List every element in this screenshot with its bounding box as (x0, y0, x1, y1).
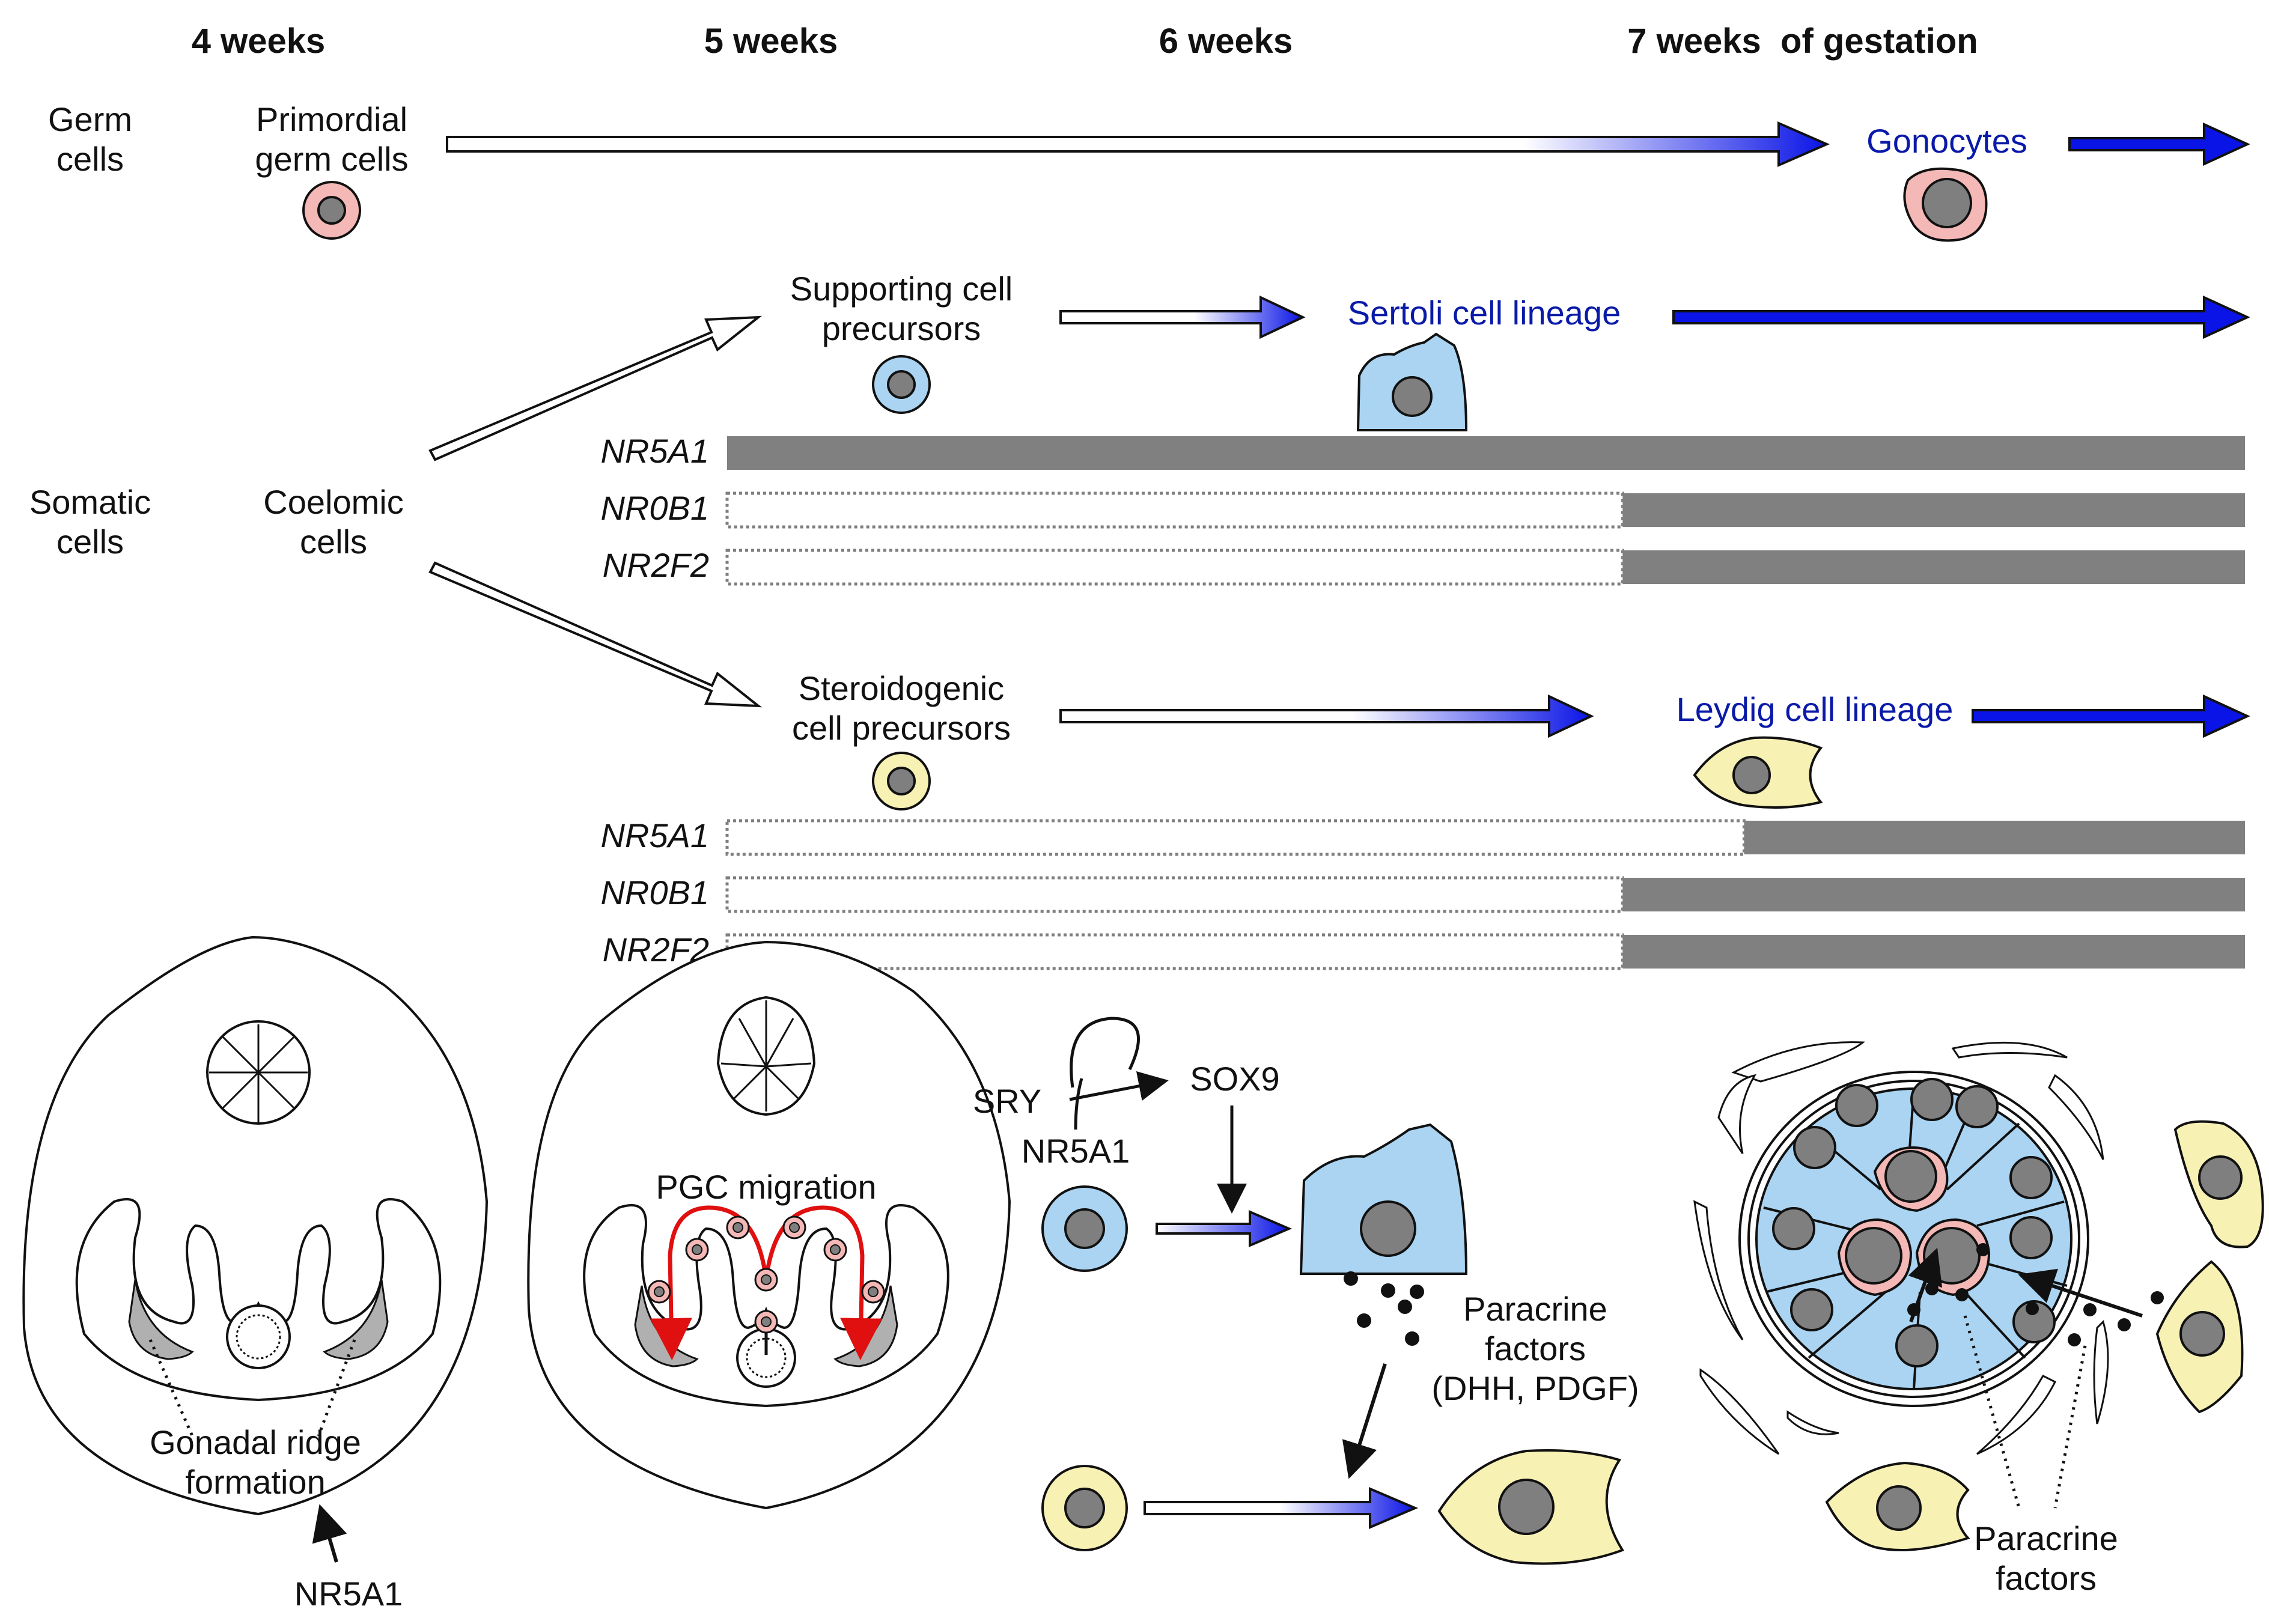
header-4-weeks: 4 weeks (192, 22, 326, 61)
embryo-section-5-weeks: PGC migration (527, 940, 1011, 1510)
paracrine-label-1: Paracrine (1463, 1290, 1607, 1328)
svg-text:cells: cells (56, 523, 124, 561)
gene-track-inactive-nr2f2 (725, 933, 1624, 970)
svg-text:precursors: precursors (822, 309, 981, 347)
migrating-pgcs (647, 1215, 885, 1334)
neural-tube (206, 1020, 311, 1125)
supporting-precursors: Supporting cell precursors (790, 270, 1013, 414)
gonadal-ridge-label: Gonadal ridge (150, 1423, 361, 1461)
gene-track-inactive-nr0b1 (725, 491, 1624, 529)
svg-text:germ cells: germ cells (255, 140, 408, 178)
branch-arrow-down (428, 561, 763, 708)
primordial-germ-cells: Primordial germ cells (255, 100, 409, 240)
supporting-arrow (1059, 295, 1306, 339)
gene-track-active-nr0b1 (1622, 493, 2245, 527)
svg-text:Coelomic: Coelomic (263, 483, 403, 521)
cord-paracrine-label-2: factors (1996, 1559, 2097, 1597)
sry-label: SRY (973, 1082, 1041, 1120)
sertoli-arrow (1672, 295, 2250, 339)
svg-text:Steroidogenic: Steroidogenic (799, 669, 1004, 707)
paracrine-label-3: (DHH, PDGF) (1431, 1369, 1639, 1407)
coelomic-cells: Coelomic cells (263, 483, 403, 561)
svg-text:Germ: Germ (48, 100, 132, 138)
nr5a1-label: NR5A1 (1022, 1132, 1130, 1170)
gene-label: NR5A1 (600, 432, 709, 470)
germ-arrow-long (446, 121, 1830, 168)
gene-label: NR0B1 (600, 874, 709, 911)
cord-paracrine-label-1: Paracrine (1974, 1519, 2118, 1557)
leydig-arrow (1972, 694, 2250, 738)
germ-arrow-end (2068, 122, 2250, 166)
steroidogenic-arrow (1059, 694, 1594, 738)
steroidogenic-precursors: Steroidogenic cell precursors (792, 669, 1011, 810)
supporting-gene-tracks: NR5A1 NR0B1 NR2F2 (600, 432, 2245, 586)
leydig-lineage-label: Leydig cell lineage (1677, 690, 1954, 728)
steroidogenic-gene-tracks: NR5A1 NR0B1 NR2F2 (600, 817, 2245, 970)
neural-tube-2 (716, 996, 816, 1116)
testis-cord-section: Paracrine factors (1693, 1041, 2264, 1597)
pgc-cell (302, 181, 361, 240)
gene-label: NR0B1 (600, 489, 709, 527)
gene-track-inactive-nr5a1 (725, 819, 1746, 856)
gonadal-ridge-label-2: formation (185, 1463, 325, 1501)
svg-text:Primordial: Primordial (256, 100, 407, 138)
header-5-weeks: 5 weeks (704, 22, 838, 61)
gene-label: NR2F2 (603, 546, 709, 584)
sertoli-cell-bottom (1299, 1123, 1468, 1275)
svg-text:Somatic: Somatic (29, 483, 151, 521)
gene-track-active-nr2f2 (1622, 550, 2245, 584)
supporting-cell (872, 355, 931, 414)
row-label-somatic: Somatic cells (29, 483, 151, 561)
paracrine-label-2: factors (1485, 1330, 1586, 1367)
svg-text:cells: cells (300, 523, 367, 561)
gene-track-inactive-nr0b1 (725, 876, 1624, 913)
timeline-headers: 4 weeks 5 weeks 6 weeks 7 weeks of gesta… (192, 22, 1978, 61)
nr5a1-label-ridge: NR5A1 (294, 1575, 403, 1613)
steroidogenic-cell (872, 752, 931, 810)
gonocyte-cell (1903, 167, 1988, 242)
sertoli-nuclei (1772, 1078, 2056, 1367)
cord-leydig-cells (1825, 1120, 2264, 1551)
gene-track-active-nr2f2 (1622, 935, 2245, 969)
gonocytes-label: Gonocytes (1866, 122, 2027, 160)
supporting-cell-bottom (1041, 1185, 1128, 1272)
paracrine-dots (1344, 1271, 1424, 1346)
header-6-weeks: 6 weeks (1159, 22, 1293, 61)
gene-label: NR5A1 (600, 817, 709, 854)
sry-sox9-pathway: SRY SOX9 NR5A1 Paracrine factors (DHH, P… (973, 1017, 1639, 1565)
gene-track-active-nr5a1 (727, 436, 2245, 470)
svg-text:Supporting cell: Supporting cell (790, 270, 1013, 308)
gene-track-active-nr5a1 (1744, 821, 2245, 854)
row-label-germ: Germ cells (48, 100, 132, 178)
sox9-label: SOX9 (1190, 1060, 1279, 1098)
sertoli-cell (1356, 332, 1468, 431)
pgc-migration-label: PGC migration (656, 1168, 876, 1206)
svg-text:cell precursors: cell precursors (792, 709, 1011, 747)
branch-arrow-up (428, 315, 763, 461)
embryo-section-4-weeks: Gonadal ridge formation NR5A1 (22, 935, 489, 1613)
gene-track-active-nr0b1 (1622, 878, 2245, 911)
gene-track-inactive-nr2f2 (725, 549, 1624, 586)
leydig-cell-bottom (1437, 1449, 1624, 1565)
steroidogenic-cell-bottom (1041, 1465, 1128, 1551)
leydig-cell (1693, 736, 1823, 809)
svg-text:cells: cells (56, 140, 124, 178)
header-7-weeks: 7 weeks of gestation (1627, 22, 1978, 61)
sertoli-lineage-label: Sertoli cell lineage (1348, 294, 1621, 332)
